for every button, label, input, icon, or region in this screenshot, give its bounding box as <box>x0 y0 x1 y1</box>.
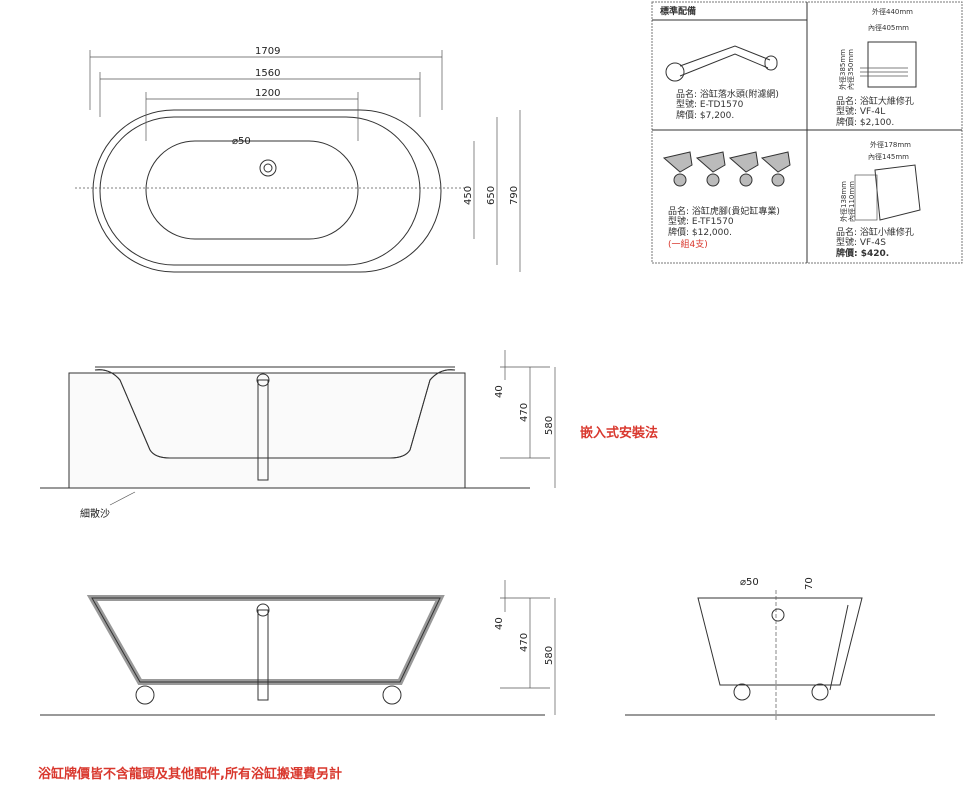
built-in-section-view: 40 470 580 嵌入式安裝法 細散沙 <box>40 350 658 520</box>
dim-40: 40 <box>494 385 505 398</box>
item2-outer-width: 外徑440mm <box>872 7 913 16</box>
dim-580: 580 <box>544 646 555 665</box>
item4-outer-width: 外徑178mm <box>870 140 911 149</box>
dim-790: 790 <box>509 186 520 205</box>
item3-model: 型號: E-TF1570 <box>668 215 734 227</box>
item2-inner-width: 內徑405mm <box>868 23 909 32</box>
item3-price: 牌價: $12,000. <box>668 226 732 238</box>
item4-inner-height: 內徑110mm <box>847 181 856 222</box>
item4-price: 牌價: $420. <box>836 247 889 259</box>
sand-label: 細散沙 <box>80 507 110 520</box>
accessories-table: 標準配備 品名: 浴缸落水頭(附濾網) 型號: E-TD1570 牌價: $7,… <box>651 1 963 264</box>
dim-470: 470 <box>519 633 530 652</box>
item4-model: 型號: VF-4S <box>836 236 886 248</box>
dim-70: 70 <box>804 577 815 590</box>
item2-inner-height: 內徑350mm <box>846 49 855 90</box>
item1-model: 型號: E-TD1570 <box>676 98 744 110</box>
item2-model: 型號: VF-4L <box>836 105 885 117</box>
claw-feet-image <box>662 151 791 187</box>
accessories-header: 標準配備 <box>660 5 696 17</box>
end-drain-diameter: ⌀50 <box>740 577 759 588</box>
item3-name: 品名: 浴缸虎腳(貴妃缸專業) <box>668 205 780 217</box>
dim-450: 450 <box>463 186 474 205</box>
dim-1709: 1709 <box>255 46 280 57</box>
dim-470: 470 <box>519 403 530 422</box>
drain-arm-image <box>665 45 778 82</box>
dim-40: 40 <box>494 617 505 630</box>
item4-name: 品名: 浴缸小維修孔 <box>836 226 914 238</box>
drain-diameter: ⌀50 <box>232 136 251 147</box>
footer-note: 浴缸牌價皆不含龍頭及其他配件,所有浴缸搬運費另計 <box>38 766 342 782</box>
item2-outer-height: 外徑385mm <box>838 49 847 90</box>
item2-name: 品名: 浴缸大維修孔 <box>836 95 914 107</box>
end-view: ⌀50 70 <box>625 577 935 720</box>
item1-price: 牌價: $7,200. <box>676 109 734 121</box>
item4-outer-height: 外徑138mm <box>839 181 848 222</box>
item1-name: 品名: 浴缸落水頭(附濾網) <box>676 88 779 100</box>
built-in-install-title: 嵌入式安裝法 <box>580 425 658 441</box>
top-view: 1709 1560 1200 ⌀50 450 650 790 <box>75 46 521 273</box>
dim-1560: 1560 <box>255 68 280 79</box>
dim-650: 650 <box>486 186 497 205</box>
item3-note: (一組4支) <box>668 238 708 250</box>
dim-580: 580 <box>544 416 555 435</box>
item4-inner-width: 內徑145mm <box>868 152 909 161</box>
dim-1200: 1200 <box>255 88 280 99</box>
freestanding-section-view: 40 470 580 <box>40 580 556 716</box>
item2-price: 牌價: $2,100. <box>836 116 894 128</box>
